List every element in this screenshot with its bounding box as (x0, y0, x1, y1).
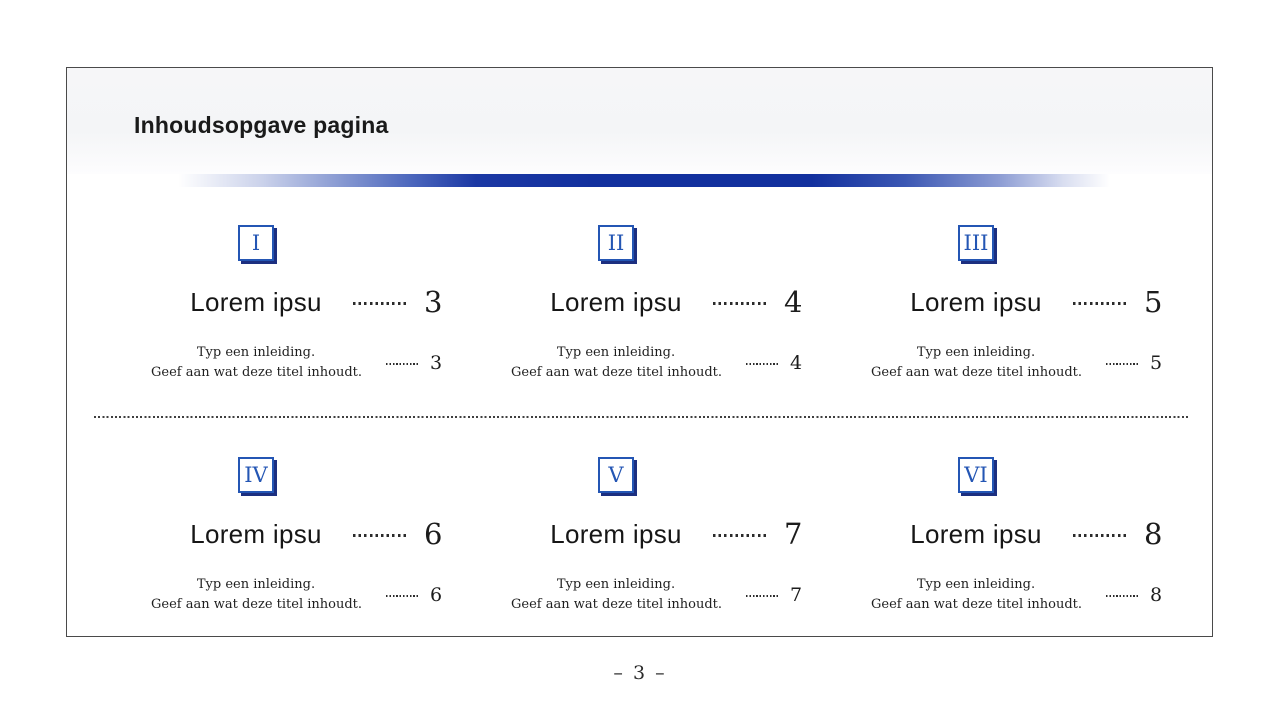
desc-row: Typ een inleiding. Geef aan wat deze tit… (871, 575, 1163, 615)
dot-leader (1073, 533, 1129, 537)
dot-leader (1073, 301, 1129, 305)
entry-title: Lorem ipsu (190, 518, 322, 549)
desc-row: Typ een inleiding. Geef aan wat deze tit… (511, 575, 803, 615)
entry-title: Lorem ipsu (190, 286, 322, 317)
roman-numeral: IV (244, 462, 268, 487)
dot-leader (353, 301, 409, 305)
numeral-row: V (511, 457, 721, 493)
roman-numeral-box: VI (958, 457, 994, 493)
dot-leader-small (1106, 362, 1138, 366)
dot-leader-small (1106, 594, 1138, 598)
dot-leader-small (386, 594, 418, 598)
desc-page-number: 4 (790, 351, 803, 374)
dot-leader (713, 301, 769, 305)
entry-description: Typ een inleiding. Geef aan wat deze tit… (871, 343, 1083, 383)
entry-title: Lorem ipsu (550, 518, 682, 549)
dot-leader-small (386, 362, 418, 366)
roman-numeral: VI (964, 462, 988, 487)
desc-line-2: Geef aan wat deze titel inhoudt. (151, 365, 363, 380)
toc-entry-5[interactable]: V Lorem ipsu 7 Typ een inleiding. Geef a… (511, 457, 803, 615)
desc-line-1: Typ een inleiding. (556, 576, 676, 592)
entry-description: Typ een inleiding. Geef aan wat deze tit… (511, 343, 723, 383)
desc-line-2: Geef aan wat deze titel inhoudt. (511, 365, 723, 380)
dot-leader-small (746, 594, 778, 598)
roman-numeral-box: I (238, 225, 274, 261)
desc-page-number: 8 (1150, 583, 1163, 606)
desc-line-1: Typ een inleiding. (196, 344, 316, 360)
roman-numeral: II (607, 230, 625, 255)
slide-title: Inhoudsopgave pagina (134, 112, 389, 138)
desc-page-number: 7 (790, 583, 803, 606)
slide-header: Inhoudsopgave pagina (67, 68, 1212, 174)
page-number: 3 (424, 284, 443, 319)
title-row: Lorem ipsu 6 (151, 519, 443, 549)
desc-line-2: Geef aan wat deze titel inhoudt. (871, 597, 1083, 612)
page-number: 6 (424, 516, 443, 551)
dot-leader (713, 533, 769, 537)
gradient-accent-bar (178, 174, 1110, 187)
title-row: Lorem ipsu 5 (871, 287, 1163, 317)
dot-leader-small (746, 362, 778, 366)
desc-line-1: Typ een inleiding. (916, 344, 1036, 360)
desc-line-1: Typ een inleiding. (196, 576, 316, 592)
toc-row-top: I Lorem ipsu 3 Typ een inleiding. Geef a… (67, 187, 1212, 383)
entry-description: Typ een inleiding. Geef aan wat deze tit… (871, 575, 1083, 615)
desc-row: Typ een inleiding. Geef aan wat deze tit… (511, 343, 803, 383)
page-indicator: – 3 – (613, 662, 667, 684)
roman-numeral-box: II (598, 225, 634, 261)
entry-description: Typ een inleiding. Geef aan wat deze tit… (151, 343, 363, 383)
desc-page-number: 3 (430, 351, 443, 374)
toc-entry-6[interactable]: VI Lorem ipsu 8 Typ een inleiding. Geef … (871, 457, 1163, 615)
desc-line-2: Geef aan wat deze titel inhoudt. (871, 365, 1083, 380)
desc-row: Typ een inleiding. Geef aan wat deze tit… (871, 343, 1163, 383)
roman-numeral: III (963, 230, 989, 255)
slide-body: I Lorem ipsu 3 Typ een inleiding. Geef a… (67, 187, 1212, 615)
toc-entry-1[interactable]: I Lorem ipsu 3 Typ een inleiding. Geef a… (151, 225, 443, 383)
page-number: 5 (1144, 284, 1163, 319)
dot-leader (353, 533, 409, 537)
accent-bar-row (67, 174, 1212, 187)
entry-title: Lorem ipsu (550, 286, 682, 317)
desc-line-2: Geef aan wat deze titel inhoudt. (511, 597, 723, 612)
desc-line-2: Geef aan wat deze titel inhoudt. (151, 597, 363, 612)
title-row: Lorem ipsu 8 (871, 519, 1163, 549)
numeral-row: II (511, 225, 721, 261)
title-row: Lorem ipsu 4 (511, 287, 803, 317)
desc-row: Typ een inleiding. Geef aan wat deze tit… (151, 343, 443, 383)
dotted-divider (94, 416, 1188, 418)
numeral-row: VI (871, 457, 1081, 493)
toc-row-bottom: IV Lorem ipsu 6 Typ een inleiding. Geef … (67, 418, 1212, 615)
roman-numeral-box: IV (238, 457, 274, 493)
title-row: Lorem ipsu 3 (151, 287, 443, 317)
entry-description: Typ een inleiding. Geef aan wat deze tit… (151, 575, 363, 615)
roman-numeral-box: V (598, 457, 634, 493)
desc-page-number: 5 (1150, 351, 1163, 374)
roman-numeral: I (251, 230, 261, 255)
page-number: 4 (784, 284, 803, 319)
page-number: 8 (1144, 516, 1163, 551)
desc-line-1: Typ een inleiding. (556, 344, 676, 360)
numeral-row: IV (151, 457, 361, 493)
entry-description: Typ een inleiding. Geef aan wat deze tit… (511, 575, 723, 615)
roman-numeral: V (608, 462, 624, 487)
numeral-row: III (871, 225, 1081, 261)
desc-row: Typ een inleiding. Geef aan wat deze tit… (151, 575, 443, 615)
entry-title: Lorem ipsu (910, 518, 1042, 549)
desc-page-number: 6 (430, 583, 443, 606)
slide-card: Inhoudsopgave pagina I Lorem ipsu 3 (66, 67, 1213, 637)
page-number: 7 (784, 516, 803, 551)
toc-entry-2[interactable]: II Lorem ipsu 4 Typ een inleiding. Geef … (511, 225, 803, 383)
roman-numeral-box: III (958, 225, 994, 261)
toc-entry-4[interactable]: IV Lorem ipsu 6 Typ een inleiding. Geef … (151, 457, 443, 615)
title-row: Lorem ipsu 7 (511, 519, 803, 549)
numeral-row: I (151, 225, 361, 261)
toc-entry-3[interactable]: III Lorem ipsu 5 Typ een inleiding. Geef… (871, 225, 1163, 383)
entry-title: Lorem ipsu (910, 286, 1042, 317)
desc-line-1: Typ een inleiding. (916, 576, 1036, 592)
